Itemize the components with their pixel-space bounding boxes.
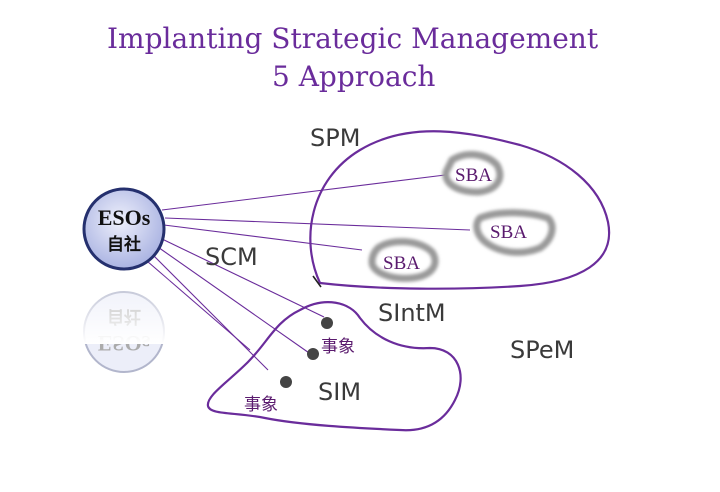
scm-label: SCM — [205, 243, 258, 271]
connector-event-4 — [139, 254, 251, 351]
event-dots — [280, 317, 333, 388]
reflection-fade — [80, 272, 170, 344]
sba-halo-2 — [473, 209, 556, 256]
esos-label: ESOs — [98, 205, 151, 230]
sba-halo-3 — [368, 238, 439, 282]
spm-label: SPM — [310, 124, 360, 152]
connector-sba-3 — [163, 224, 363, 251]
connector-lines — [139, 174, 471, 371]
sim-boundary — [206, 301, 462, 432]
sintm-label: SIntM — [378, 299, 446, 327]
event-label-2: 事象 — [244, 395, 278, 415]
title-line-1: Implanting Strategic Management — [107, 22, 599, 55]
event-dot-1 — [321, 317, 333, 329]
event-dot-2 — [307, 348, 319, 360]
sba-label-1: SBA — [455, 165, 492, 186]
event-label-1: 事象 — [321, 337, 355, 357]
esos-node: ESOs 自社 — [82, 187, 166, 271]
event-dot-3 — [280, 376, 292, 388]
connector-event-1 — [159, 237, 325, 318]
connector-event-3 — [147, 249, 269, 371]
sim-label: SIM — [318, 378, 361, 406]
connector-sba-2 — [164, 217, 471, 231]
speme-label: SPeM — [510, 336, 574, 364]
sba-halos — [368, 151, 556, 282]
title-line-2: 5 Approach — [272, 60, 436, 93]
spm-notch — [312, 275, 322, 288]
spm-boundary — [309, 130, 611, 290]
sba-label-2: SBA — [490, 222, 527, 243]
sba-halo-1 — [442, 151, 504, 196]
connector-sba-1 — [161, 174, 446, 211]
esos-sublabel: 自社 — [107, 234, 141, 255]
connector-event-2 — [154, 244, 313, 356]
sba-label-3: SBA — [383, 253, 420, 274]
